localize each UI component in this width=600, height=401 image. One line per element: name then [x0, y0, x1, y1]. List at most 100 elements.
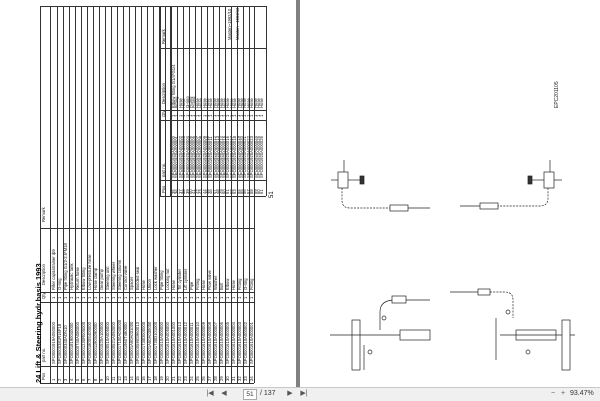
- next-page-icon[interactable]: ▶: [287, 390, 293, 397]
- table-cell: Fitting: [195, 278, 200, 290]
- drawing-part: [490, 291, 514, 318]
- table-cell: 6: [81, 378, 86, 381]
- table-rule: [147, 6, 148, 383]
- table-cell: 1: [75, 296, 80, 299]
- table-cell: 1: [87, 296, 92, 299]
- table-rule: [177, 6, 178, 383]
- table-cell: 10: [105, 376, 110, 381]
- table-cell: Low-pressure hose: [87, 254, 92, 290]
- first-page-icon[interactable]: |◀: [206, 390, 214, 397]
- table-rule: [50, 6, 51, 383]
- table-cell: 1: [51, 378, 56, 381]
- table-cell: 32: [237, 376, 242, 381]
- table-rule: [63, 6, 64, 383]
- table-rule: [135, 6, 136, 383]
- table-cell: SPO0001960T480000: [123, 322, 128, 364]
- table-rule: [195, 6, 196, 383]
- table-cell: 1: [231, 296, 236, 299]
- table-cell: 2: [57, 378, 62, 381]
- page-number-label: 51: [269, 191, 275, 198]
- table-cell: 25: [195, 376, 200, 381]
- table-cell: 1: [57, 296, 62, 299]
- column-header: Pos: [161, 185, 166, 193]
- table-cell: 1: [69, 296, 74, 299]
- table-cell: 18: [153, 376, 158, 381]
- table-cell: 1: [141, 296, 146, 299]
- column-header: Description: [161, 83, 166, 104]
- table-rule: [160, 6, 161, 196]
- table-cell: 17: [147, 376, 152, 381]
- zoom-level[interactable]: 93.47%: [570, 390, 594, 397]
- table-cell: Union: [147, 279, 152, 290]
- table-cell: Steering unit: [105, 266, 110, 290]
- table-cell: Hose: [171, 280, 176, 290]
- table-cell: 16: [141, 376, 146, 381]
- table-cell: SPO0001920A000026: [259, 136, 265, 178]
- prev-page-icon[interactable]: ◀: [221, 390, 227, 397]
- table-cell: 1: [259, 114, 265, 117]
- drawing-part: [367, 349, 373, 355]
- table-cell: Fitting: [237, 278, 242, 290]
- table-rule: [219, 6, 220, 383]
- table-cell: SPO00018190040000: [69, 322, 74, 364]
- table-cell: O-ring: [243, 278, 248, 290]
- drawing-part: [479, 202, 499, 210]
- table-cell: Washer: [213, 275, 218, 290]
- table-cell: Fitting: [249, 278, 254, 290]
- table-cell: 5: [75, 378, 80, 381]
- table-rule: [105, 6, 106, 383]
- table-rule: [160, 196, 266, 197]
- table-cell: 26: [201, 376, 206, 381]
- table-rule: [237, 6, 238, 383]
- table-cell: Bonded seal: [135, 266, 140, 290]
- table-cell: 1: [249, 296, 254, 299]
- table-cell: 1: [183, 296, 188, 299]
- table-cell: Hose clamp: [93, 267, 98, 290]
- table-cell: SPO0001610A001000: [171, 322, 176, 364]
- table-cell: SPO0001610A000010: [195, 322, 200, 364]
- zoom-out-icon[interactable]: −: [550, 390, 556, 397]
- last-page-icon[interactable]: ▶|: [300, 390, 308, 397]
- zoom-in-icon[interactable]: +: [560, 390, 566, 397]
- table-cell: Pipe: [189, 281, 194, 290]
- table-cell: 1: [93, 296, 98, 299]
- table-rule: [160, 120, 266, 121]
- table-cell: Control valve: [123, 265, 128, 290]
- table-cell: 1: [105, 296, 110, 299]
- hydraulic-drawing: EPC201105: [330, 81, 575, 371]
- table-cell: 3: [63, 378, 68, 381]
- table-cell: SPO0001610A000005: [225, 322, 230, 364]
- table-cell: SPO0000521A050000: [111, 322, 116, 364]
- table-cell: SPO0001520A100000: [99, 322, 104, 364]
- table-rule: [75, 6, 76, 383]
- table-rule: [69, 6, 70, 383]
- table-rule: [170, 6, 171, 196]
- drawing-part: [337, 171, 349, 189]
- table-cell: SPO0001610A000007: [213, 322, 218, 364]
- page-number-input[interactable]: 51: [243, 389, 257, 400]
- drawing-part: [391, 295, 407, 304]
- table-cell: 29: [219, 376, 224, 381]
- table-cell: Hose: [231, 280, 236, 290]
- table-cell: SPO0001610A000011: [189, 322, 194, 364]
- table-cell: 31: [231, 376, 236, 381]
- table-rule: [153, 6, 154, 383]
- table-rule: [213, 6, 214, 383]
- table-cell: 12: [117, 376, 122, 381]
- table-cell: Hose: [259, 98, 265, 108]
- drawing-part: [359, 175, 365, 185]
- column-header: Remark: [41, 207, 46, 222]
- table-cell: 14: [129, 376, 134, 381]
- table-cell: 1: [147, 296, 152, 299]
- table-cell: 1: [213, 296, 218, 299]
- viewer-toolbar: |◀ ◀ 51 / 137 ▶ ▶| − + 93.47%: [0, 387, 600, 401]
- drawing-part: [525, 349, 531, 355]
- drawing-part: [351, 319, 361, 371]
- table-cell: Elbow: [225, 278, 230, 290]
- table-rule: [225, 6, 226, 383]
- table-cell: SPO0000340ADN10: [63, 325, 68, 364]
- table-cell: Steering wheel: [111, 262, 116, 290]
- table-cell: 1: [243, 296, 248, 299]
- page-total-label: / 137: [260, 390, 276, 397]
